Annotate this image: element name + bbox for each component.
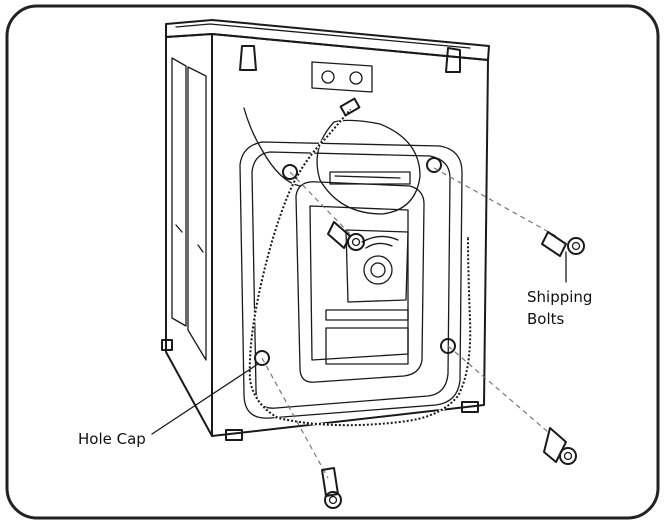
- shipping-bolts-label-line1: Shipping: [527, 288, 592, 306]
- shipping-bolts-label-line2: Bolts: [527, 310, 565, 328]
- hole-cap-label: Hole Cap: [78, 430, 146, 448]
